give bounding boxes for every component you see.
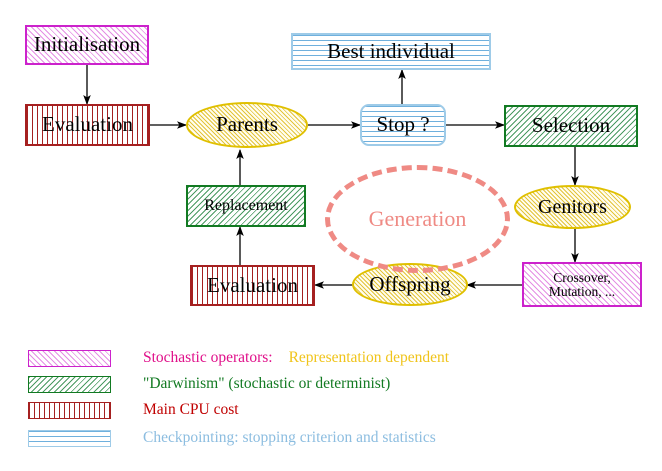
node-selection[interactable]: Selection <box>504 105 638 147</box>
node-evaluation-top-label: Evaluation <box>42 112 133 137</box>
node-genitors-label: Genitors <box>538 195 607 218</box>
legend-swatch-darwinism <box>28 375 111 393</box>
legend-swatch-checkpointing <box>28 429 111 447</box>
node-evaluation-bottom-label: Evaluation <box>207 272 298 297</box>
node-offspring-label: Offspring <box>369 271 451 296</box>
node-evaluation-top[interactable]: Evaluation <box>25 104 150 146</box>
node-best-individual[interactable]: Best individual <box>291 33 491 70</box>
node-evaluation-bottom[interactable]: Evaluation <box>190 265 315 306</box>
node-offspring[interactable]: Offspring <box>352 263 468 306</box>
node-best-individual-label: Best individual <box>327 38 455 63</box>
legend-label-representation-dependent: Representation dependent <box>288 349 450 366</box>
legend-label-darwinism: "Darwinism" (stochastic or determinist) <box>143 375 391 392</box>
legend-label-checkpointing: Checkpointing: stopping criterion and st… <box>143 429 436 446</box>
legend-row-main-cpu-cost: Main CPU cost <box>28 399 648 421</box>
node-initialisation-label: Initialisation <box>33 32 141 57</box>
legend-row-checkpointing: Checkpointing: stopping criterion and st… <box>28 427 648 449</box>
node-initialisation[interactable]: Initialisation <box>25 25 149 65</box>
node-generation-label: Generation <box>368 206 467 231</box>
node-variation-operators-label: Crossover, Mutation, ... <box>548 269 616 299</box>
node-parents[interactable]: Parents <box>186 102 308 148</box>
node-stop-label: Stop ? <box>376 112 430 137</box>
node-genitors[interactable]: Genitors <box>514 185 631 229</box>
node-parents-label: Parents <box>216 112 278 137</box>
legend-label-stochastic-operators: Stochastic operators: <box>143 349 273 366</box>
legend-label-main-cpu-cost: Main CPU cost <box>143 401 239 418</box>
node-replacement-label: Replacement <box>204 196 288 214</box>
legend-row-darwinism: "Darwinism" (stochastic or determinist) <box>28 373 648 395</box>
node-stop[interactable]: Stop ? <box>360 104 446 146</box>
node-variation-operators[interactable]: Crossover, Mutation, ... <box>522 262 642 307</box>
legend-swatch-stochastic-operators <box>28 349 111 367</box>
node-replacement[interactable]: Replacement <box>186 185 306 227</box>
legend-row-stochastic-operators: Stochastic operators: Representation dep… <box>28 347 648 369</box>
node-generation-annotation: Generation <box>325 165 510 273</box>
legend-swatch-main-cpu-cost <box>28 401 111 419</box>
node-selection-label: Selection <box>531 113 611 138</box>
